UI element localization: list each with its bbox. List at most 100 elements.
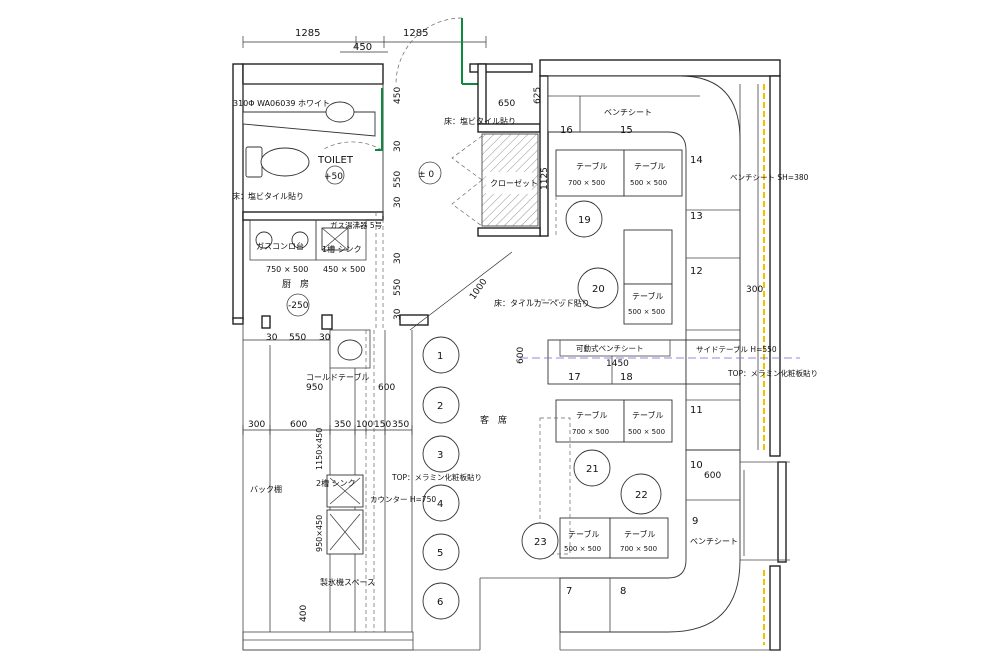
water-heater-label: ガス湯沸器 5号 xyxy=(330,220,382,230)
dim-top-right: 1285 xyxy=(403,28,428,39)
dim-600-left: 600 xyxy=(516,347,526,364)
table-5 xyxy=(623,399,673,443)
burner-icon xyxy=(291,231,309,249)
table-7-size: 700 × 500 xyxy=(620,545,657,553)
seat-number: 1 xyxy=(437,351,443,362)
dim-v550a: 550 xyxy=(393,171,403,188)
stool-22 xyxy=(620,473,662,515)
stool-20 xyxy=(577,267,619,309)
dim-300-right: 300 xyxy=(746,285,763,295)
dim-600-right: 600 xyxy=(704,471,721,481)
kitchen-area xyxy=(242,211,429,330)
dim-h30b: 30 xyxy=(319,333,331,343)
seat-number: 18 xyxy=(620,372,633,383)
seat-number: 5 xyxy=(437,548,443,559)
toilet-bowl-icon xyxy=(260,147,310,177)
table-2-size: 500 × 500 xyxy=(630,179,667,187)
table-3-name: テーブル xyxy=(632,291,664,301)
size450-label: 450 × 500 xyxy=(323,265,365,274)
toilet-level: +50 xyxy=(324,172,343,182)
size750-label: 750 × 500 xyxy=(266,265,308,274)
seat-number: 16 xyxy=(560,125,573,136)
table-labels: テーブル 700 × 500 テーブル 500 × 500 テーブル 500 ×… xyxy=(564,161,667,553)
table-6-name: テーブル xyxy=(568,529,600,539)
side-table-label: サイドテーブル H=550 xyxy=(696,344,777,354)
counter-area xyxy=(242,329,414,651)
back-shelf-label: バック棚 xyxy=(250,484,282,494)
bench-right-label: ベンチシート SH=380 xyxy=(730,173,809,182)
dim-650: 650 xyxy=(498,99,515,109)
dim-v30b: 30 xyxy=(393,196,403,208)
table-5-name: テーブル xyxy=(632,410,664,420)
seat-number: 3 xyxy=(437,450,443,461)
washbasin-label: 310Φ WA06039 ホワイト xyxy=(233,99,330,108)
diag-dimension xyxy=(409,251,513,331)
dim-v550b: 550 xyxy=(393,279,403,296)
stool-2 xyxy=(422,386,460,424)
dim-row100: 100 xyxy=(356,420,373,430)
dim-1150x450: 1150×450 xyxy=(315,428,324,470)
seat-number: 2 xyxy=(437,401,443,412)
table-6 xyxy=(559,517,611,559)
gas-stove-label: ガスコンロ台 xyxy=(256,241,304,251)
kitchen-label: 厨 房 xyxy=(282,278,309,290)
dim-top-mid: 450 xyxy=(353,42,372,53)
table-7-name: テーブル xyxy=(624,529,656,539)
top-dimensions: 1285 450 1285 xyxy=(242,28,487,53)
counter-label: カウンター H=750 xyxy=(370,495,436,504)
seat-number: 23 xyxy=(534,537,547,548)
stool-5 xyxy=(422,533,460,571)
seat-number: 22 xyxy=(635,490,648,501)
table-6-size: 500 × 500 xyxy=(564,545,601,553)
seat-numbers: 1 2 3 4 5 6 7 8 9 10 11 12 13 14 15 16 1… xyxy=(437,125,703,608)
door-green xyxy=(375,88,383,151)
cold-table-label: コールドテーブル xyxy=(306,372,370,382)
stool-21 xyxy=(573,449,611,487)
dim-400: 400 xyxy=(299,605,309,622)
dim-1000: 1000 xyxy=(468,277,489,302)
toilet-label: TOILET xyxy=(317,155,354,166)
seat-number: 9 xyxy=(692,516,698,527)
seat-number: 12 xyxy=(690,266,703,277)
outer-walls xyxy=(232,59,790,651)
closet-label: クローゼット xyxy=(490,178,538,188)
table-1-size: 700 × 500 xyxy=(568,179,605,187)
ice-space-label: 製氷機スペース xyxy=(320,577,375,587)
dim-h30a: 30 xyxy=(266,333,278,343)
stool-19 xyxy=(565,200,603,238)
table-1 xyxy=(555,149,625,197)
seat-number: 7 xyxy=(566,586,572,597)
seat-number: 17 xyxy=(568,372,581,383)
dim-1125: 1125 xyxy=(540,167,550,190)
table-1-name: テーブル xyxy=(576,161,608,171)
seat-number: 19 xyxy=(578,215,591,226)
dim-v30c: 30 xyxy=(393,252,403,264)
table-7 xyxy=(609,517,669,559)
dim-row150: 150 xyxy=(374,420,391,430)
table-2 xyxy=(623,149,683,197)
seat-number: 14 xyxy=(690,155,703,166)
labels: 310Φ WA06039 ホワイト 床：塩ビタイル貼り TOILET +50 ±… xyxy=(232,99,818,587)
dim-1450: 1450 xyxy=(606,359,629,369)
seat-number: 13 xyxy=(690,211,703,222)
table-4-name: テーブル xyxy=(576,410,608,420)
closet-area xyxy=(451,63,549,237)
tables-group xyxy=(539,149,683,559)
counter-row-dimensions xyxy=(242,339,413,435)
table-3-size: 500 × 500 xyxy=(628,308,665,316)
dim-h600: 600 xyxy=(378,383,395,393)
seat-number: 8 xyxy=(620,586,626,597)
bench-bottom-label: ベンチシート xyxy=(690,537,738,546)
floor-zero-level: ± 0 xyxy=(418,170,434,180)
table-4 xyxy=(555,399,625,443)
stool-1 xyxy=(422,336,460,374)
seat-number: 10 xyxy=(690,460,703,471)
dim-625: 625 xyxy=(533,87,543,104)
dim-top-left: 1285 xyxy=(295,28,320,39)
seat-number: 6 xyxy=(437,597,443,608)
table-4-size: 700 × 500 xyxy=(572,428,609,436)
movable-bench xyxy=(547,339,741,385)
dim-h550: 550 xyxy=(289,333,306,343)
washbasin-icon xyxy=(325,101,355,123)
seat-number: 15 xyxy=(620,125,633,136)
